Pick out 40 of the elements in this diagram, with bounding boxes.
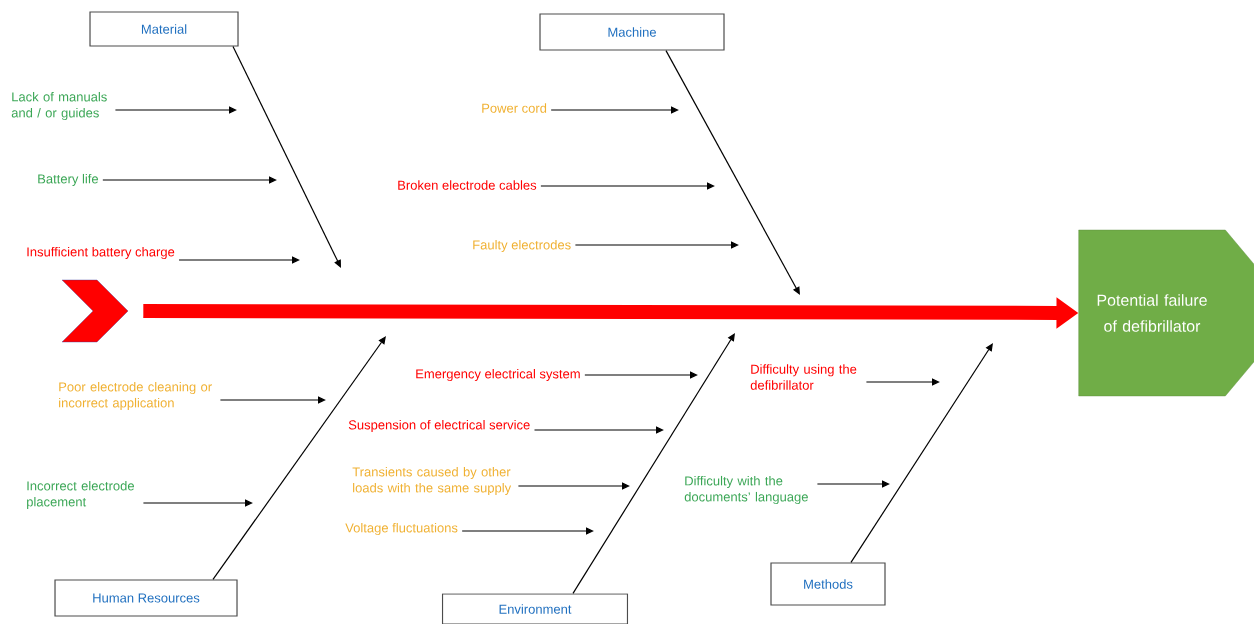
arrow	[114, 106, 237, 114]
cause-text: Battery life	[38, 173, 99, 187]
category-box: Human Resources	[54, 579, 238, 617]
arrow	[219, 396, 326, 404]
arrow	[574, 241, 739, 249]
cause-text: Power cord	[482, 103, 547, 113]
arrow	[517, 482, 630, 490]
cause-text: Insufficient battery charge	[27, 246, 175, 260]
cause-text: Transients caused by other loads with the same supply	[352, 466, 512, 496]
cause-text: Incorrect electrode placement	[27, 480, 134, 510]
category-box: Methods	[770, 562, 886, 606]
arrow	[142, 499, 253, 507]
cause-text: Poor electrode cleaning or incorrect application	[59, 381, 212, 411]
cause-text: Faulty electrodes	[473, 239, 571, 253]
effect-pentagon: Potential failure of defibrillator	[1078, 229, 1254, 397]
arrow	[533, 426, 664, 434]
category-box: Machine	[539, 13, 725, 51]
bone-arrow	[665, 50, 800, 295]
arrow	[540, 182, 715, 190]
cause-text: Emergency electrical system	[416, 368, 580, 382]
category-box: Environment	[441, 593, 629, 624]
category-box: Material	[89, 11, 239, 47]
cause-text: Lack of manuals and / or guides	[11, 91, 107, 121]
arrow	[816, 480, 890, 488]
bone-arrow	[232, 46, 341, 268]
arrow	[550, 106, 679, 114]
bone-arrow	[572, 333, 735, 594]
cause-text: Voltage fluctuations	[345, 522, 458, 536]
arrow	[865, 378, 940, 386]
cause-text: Suspension of electrical service	[348, 419, 530, 433]
bone-arrow	[850, 343, 993, 563]
cause-text: Difficulty with the documents’ language	[684, 475, 808, 505]
cause-text: Difficulty using the defibrillator	[750, 364, 857, 390]
bone-arrow	[212, 336, 386, 580]
arrow	[178, 256, 300, 264]
arrow	[461, 527, 594, 535]
cause-text: Broken electrode cables	[398, 180, 537, 190]
arrow	[102, 176, 277, 184]
arrow	[584, 371, 698, 379]
chevron	[61, 279, 129, 343]
